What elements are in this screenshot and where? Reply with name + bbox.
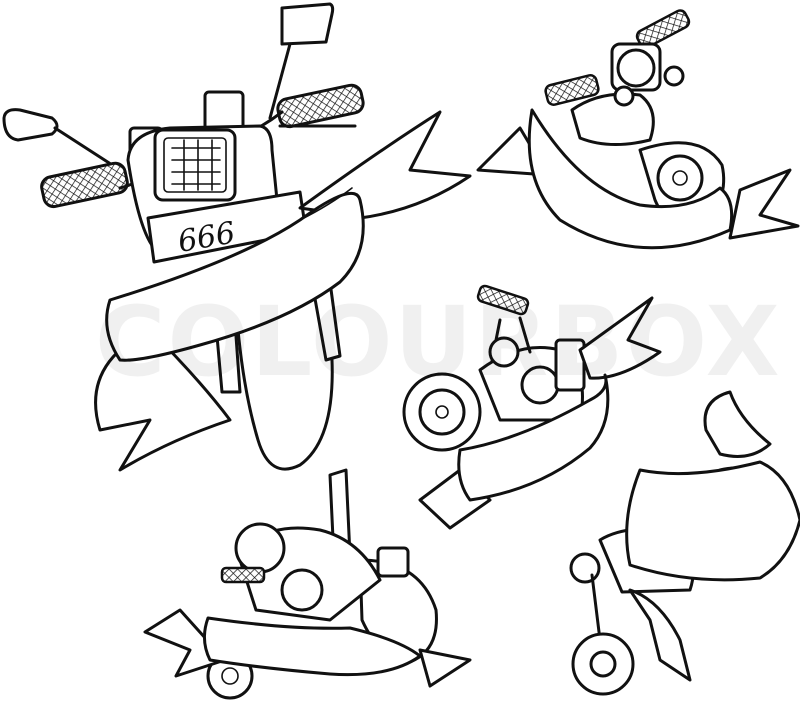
ribbon-banner-bottom-right [625,460,800,582]
ribbon-banner-bottom-left [143,608,472,688]
front-view-motorcycle: 666 [2,2,365,471]
cruiser-motorcycle-center [402,284,586,452]
chopper-motorcycle-top-right [544,9,726,233]
ribbon-banner-top-right [476,108,800,250]
ribbon-banner-center [418,296,662,530]
ribbon-banner-large [94,110,472,472]
